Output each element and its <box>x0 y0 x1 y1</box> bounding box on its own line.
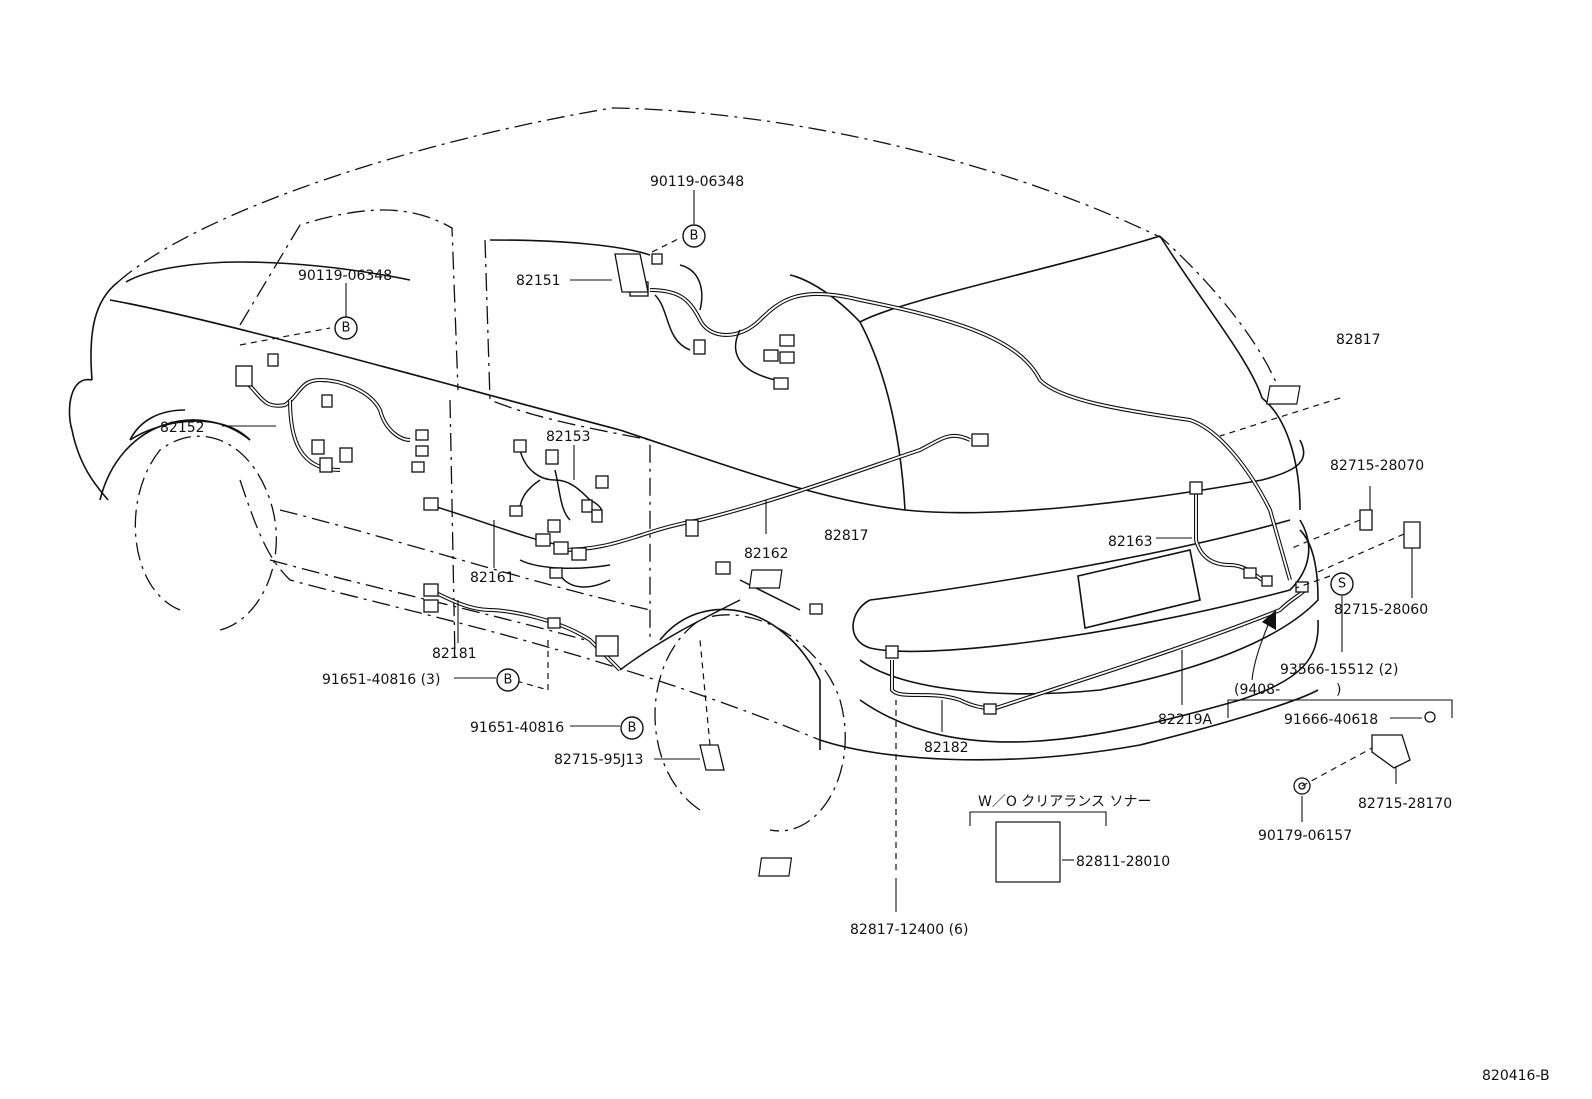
label-82152: 82152 <box>160 420 205 436</box>
harness-82153 <box>509 439 609 533</box>
label-82715-28070: 82715-28070 <box>1330 458 1424 474</box>
label-82811-28010: 82811-28010 <box>1076 854 1170 870</box>
label-82817-12400: 82817-12400 (6) <box>850 922 968 938</box>
badge-b-91651-3-label: B <box>504 673 513 688</box>
pad-82817-12400 <box>758 857 793 877</box>
label-91651-40816-3: 91651-40816 (3) <box>322 672 440 688</box>
bracket-82715-28060 <box>1403 521 1421 549</box>
badge-b-91651: B <box>620 716 644 740</box>
label-82715-28060: 82715-28060 <box>1334 602 1428 618</box>
solid-leaders <box>222 190 1453 912</box>
part-labels: 90119-06348 90119-06348 82151 82152 8215… <box>160 174 1550 1084</box>
label-82219A: 82219A <box>1158 712 1213 728</box>
label-82161: 82161 <box>470 570 515 586</box>
figure-id: 820416-B <box>1482 1068 1550 1084</box>
label-82182: 82182 <box>924 740 969 756</box>
harness-82152 <box>235 353 429 473</box>
label-93566-15512: 93566-15512 (2) <box>1280 662 1398 678</box>
rear-wheel <box>654 608 846 832</box>
badge-s-label: S <box>1338 577 1346 592</box>
badge-s: S <box>1330 572 1354 596</box>
badge-b-left-label: B <box>342 321 351 336</box>
harness-82151 <box>629 253 1292 581</box>
label-91651-40816: 91651-40816 <box>470 720 564 736</box>
label-9408-close: ) <box>1336 682 1341 698</box>
badge-b-left: B <box>334 316 358 340</box>
label-91666-40618: 91666-40618 <box>1284 712 1378 728</box>
harness-82162 <box>559 433 989 552</box>
sonar-cover-82811 <box>995 821 1061 883</box>
label-82181: 82181 <box>432 646 477 662</box>
bracket-82715-95J13 <box>699 744 725 771</box>
pad-82817-mid <box>748 569 783 589</box>
label-wo-clearance-sonar: W／O クリアランス ソナー <box>978 794 1151 810</box>
vehicle-outline <box>68 107 1319 761</box>
label-90179-06157: 90179-06157 <box>1258 828 1352 844</box>
pad-82817-right <box>1266 385 1301 405</box>
harness-82161 <box>423 497 611 588</box>
label-82715-95J13: 82715-95J13 <box>554 752 643 768</box>
relay-82151 <box>614 253 649 293</box>
badge-b-top: B <box>682 224 706 248</box>
label-82715-28170: 82715-28170 <box>1358 796 1452 812</box>
harness-82181 <box>423 561 823 672</box>
harness-82219A <box>983 581 1309 715</box>
label-90119-06348-top: 90119-06348 <box>650 174 744 190</box>
label-82163: 82163 <box>1108 534 1153 550</box>
badge-b-top-label: B <box>690 229 699 244</box>
label-90119-06348-left: 90119-06348 <box>298 268 392 284</box>
badge-b-91651-label: B <box>628 721 637 736</box>
label-9408: (9408- <box>1234 682 1280 698</box>
leader-lines <box>239 237 1405 870</box>
label-82153: 82153 <box>546 429 591 445</box>
bracket-82715-28170 <box>1371 734 1411 769</box>
front-wheel <box>129 409 278 631</box>
label-82817-right: 82817 <box>1336 332 1381 348</box>
bolt-91666-40618 <box>1424 711 1436 723</box>
harness-82182 <box>885 645 991 710</box>
clip-82715-28070 <box>1359 509 1373 531</box>
badge-b-91651-3: B <box>496 668 520 692</box>
label-82151: 82151 <box>516 273 561 289</box>
label-82817-mid: 82817 <box>824 528 869 544</box>
harness-82163 <box>1189 481 1273 587</box>
label-82162: 82162 <box>744 546 789 562</box>
